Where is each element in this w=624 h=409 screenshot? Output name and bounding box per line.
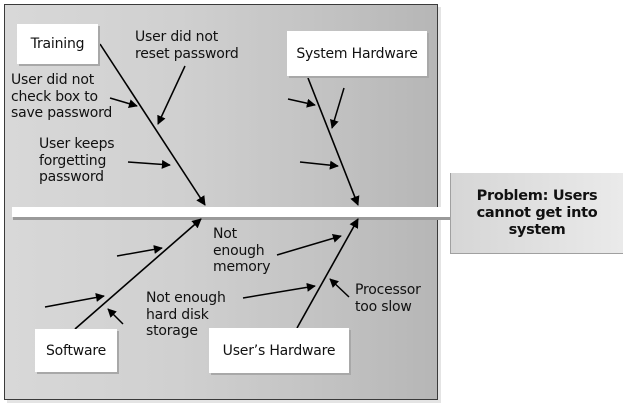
bone-software [74,218,202,330]
problem-text-line: cannot get into [476,204,598,221]
cause-text-line: Not [213,226,237,242]
cause-text-line: reset password [135,45,239,62]
cause-arrow-sys-hw-3 [299,160,339,170]
bone-system-hardware [307,77,360,206]
cause-reset-password: User did not reset password [135,29,239,62]
cause-text-line: forgetting [39,152,107,169]
cause-text-line: check box to [11,88,98,105]
category-training-label: Training [30,36,85,52]
cause-arrow-memory [276,233,342,256]
category-system-hardware: System Hardware [287,31,427,76]
category-system-hardware-label: System Hardware [296,45,418,62]
cause-arrow-forgetting [127,159,171,169]
cause-text-line: enough [213,242,265,259]
category-users-hardware: User’s Hardware [209,328,349,373]
cause-not-enough-hard-disk: Not enough hard disk storage [146,290,226,340]
category-training: Training [17,24,98,64]
category-software: Software [35,329,117,372]
cause-text-line: password [39,169,104,185]
cause-not-enough-memory: Not enough memory [213,226,270,276]
problem-text-line: Problem: Users [476,187,598,204]
cause-forgetting-password: User keeps forgetting password [39,136,115,186]
cause-text-line: hard disk [146,306,209,323]
bone-training [99,43,206,206]
cause-text-line: User did not [11,72,95,88]
cause-processor-too-slow: Processor too slow [355,282,421,315]
category-users-hardware-label: User’s Hardware [222,342,336,359]
cause-check-box: User did not check box to save password [11,72,112,122]
cause-text-line: User keeps [39,136,115,152]
cause-arrow-sys-hw-1 [287,98,316,108]
cause-text-line: storage [146,323,198,339]
cause-text-line: Not enough [146,290,226,306]
spine [12,207,451,217]
cause-arrow-processor [329,278,350,298]
bone-users-hardware [296,218,359,329]
cause-text-line: too slow [355,298,412,315]
cause-text-line: memory [213,259,271,275]
problem-box: Problem: Users cannot get into system [450,173,623,254]
category-software-label: Software [45,342,107,359]
cause-arrow-software-1 [116,244,163,257]
cause-arrow-sys-hw-2 [330,87,345,129]
cause-text-line: save password [11,105,113,121]
problem-text-line: system [508,221,566,238]
cause-text-line: User did not [135,29,219,45]
cause-text-line: Processor [355,282,421,298]
cause-arrow-software-2 [44,293,105,308]
cause-arrow-hard-disk [242,282,316,299]
cause-arrow-software-3 [107,308,124,325]
cause-arrow-check-box [109,97,138,109]
cause-arrow-reset-password [157,65,186,125]
